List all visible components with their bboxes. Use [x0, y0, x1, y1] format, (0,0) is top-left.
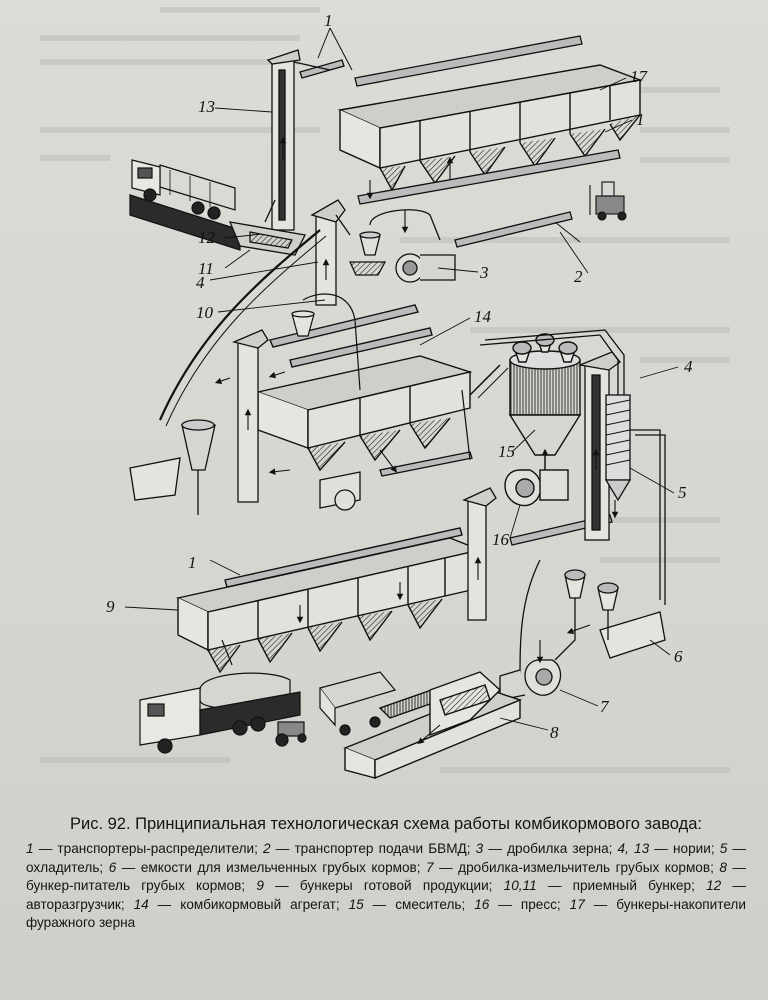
legend-item: 12 — авторазгрузчик — [26, 878, 746, 912]
label-2: 2 — [574, 267, 583, 286]
legend-item: 3 — дробилка зерна — [475, 841, 609, 856]
legend-item-text: дробилка-измельчитель грубых кормов — [458, 859, 711, 875]
legend-item-number: 17 — [569, 896, 585, 912]
legend-item-text: емкости для измельченных грубых кормов — [140, 859, 417, 875]
cooler-5 — [479, 329, 666, 605]
legend-item-text: бункеры-накопители фуражного зерна — [26, 896, 746, 931]
caption-legend: 1 — транспортеры-распределители; 2 — тра… — [26, 841, 747, 931]
component-numbers: 1 13 17 1 12 11 4 10 2 3 14 4 15 5 16 1 … — [106, 11, 693, 742]
legend-item-text: нории — [673, 841, 711, 856]
bucket-elevator-4-left — [310, 199, 351, 306]
legend-item-text: смеситель — [395, 896, 462, 912]
label-1-top: 1 — [324, 11, 333, 30]
forklift — [589, 181, 627, 221]
flow-arrows — [214, 136, 619, 745]
tractor-trailer — [275, 671, 397, 747]
feed-unit-14 — [255, 304, 473, 472]
label-13: 13 — [198, 97, 215, 116]
label-10: 10 — [196, 303, 214, 322]
coarse-feed-tanks-6 — [519, 559, 666, 681]
legend-item-number: 5 — [719, 841, 728, 856]
label-16: 16 — [492, 530, 510, 549]
legend-item: 2 — транспортер подачи БВМД — [263, 841, 467, 856]
storage-bins-17 — [337, 64, 643, 192]
elevator-bottom — [462, 487, 497, 621]
cyclone-top-14 — [291, 293, 361, 391]
leader-lines — [124, 77, 679, 731]
legend-item: 1 — транспортеры-распределители — [26, 841, 255, 856]
legend-item-text: пресс — [520, 896, 557, 912]
legend-item-text: комбикормовый агрегат — [180, 896, 336, 912]
legend-item-text: авторазгрузчик — [26, 896, 121, 912]
legend-item-number: 10,11 — [503, 878, 537, 893]
legend-item: 17 — бункеры-накопители фуражного зерна — [26, 896, 746, 931]
legend-item-number: 8 — [719, 859, 727, 875]
legend-item: 7 — дробилка-измельчитель грубых кормов — [426, 859, 711, 875]
legend-item-number: 12 — [706, 878, 722, 893]
legend-item-text: транспортер подачи БВМД — [294, 841, 467, 856]
mixer-15 — [508, 333, 582, 456]
label-1-right: 1 — [636, 110, 645, 129]
legend-item: 8 — бункер-питатель грубых кормов — [26, 859, 746, 894]
legend-item-number: 2 — [263, 841, 271, 856]
label-9: 9 — [106, 597, 115, 616]
legend-item-text: приемный бункер — [572, 878, 692, 893]
label-6: 6 — [674, 647, 683, 666]
feed-tanker-truck — [139, 639, 301, 754]
legend-item-number: 7 — [426, 859, 434, 875]
legend-item-text: бункер-питатель грубых кормов — [26, 878, 242, 893]
caption-title: Рис. 92. Принципиальная технологическая … — [69, 815, 703, 833]
label-4-right: 4 — [684, 357, 693, 376]
legend-item-number: 14 — [133, 896, 149, 912]
legend-item: 5 — охладитель — [26, 841, 747, 875]
legend-item: 14 — комбикормовый агрегат — [133, 896, 336, 912]
figure-caption: Рис. 92. Принципиальная технологическая … — [26, 814, 746, 933]
label-14: 14 — [474, 307, 492, 326]
feeder-hopper-8 — [343, 671, 523, 780]
legend-item: 4, 13 — нории — [617, 841, 711, 856]
press-mid — [319, 471, 361, 511]
technological-scheme-diagram: 1 13 17 1 12 11 4 10 2 3 14 4 15 5 16 1 … — [40, 7, 730, 780]
legend-item-number: 15 — [348, 896, 364, 912]
label-17: 17 — [630, 67, 649, 86]
label-12: 12 — [198, 228, 216, 247]
legend-item: 6 — емкости для измельченных грубых корм… — [108, 859, 417, 875]
label-4-left: 4 — [196, 273, 205, 292]
label-11: 11 — [198, 259, 214, 278]
label-7: 7 — [600, 697, 610, 716]
conveyors-1-2 — [357, 149, 621, 248]
legend-item-text: бункеры готовой продукции — [299, 878, 489, 893]
legend-item: 10,11 — приемный бункер — [503, 878, 692, 893]
receiving-hopper-11 — [228, 199, 306, 256]
legend-item-number: 6 — [108, 859, 117, 875]
legend-item: 16 — пресс — [474, 896, 557, 912]
legend-item: 9 — бункеры готовой продукции — [256, 878, 489, 893]
legend-item-number: 4, 13 — [617, 841, 650, 856]
product-bins-9 — [175, 527, 483, 674]
label-1-bottom: 1 — [188, 553, 197, 572]
legend-item-number: 16 — [474, 896, 490, 912]
bucket-elevator-13 — [266, 49, 331, 231]
legend-item-number: 9 — [256, 878, 264, 893]
truck-12 — [129, 159, 241, 251]
label-3: 3 — [479, 263, 489, 282]
left-cyclone — [129, 419, 216, 515]
legend-item: 15 — смеситель — [348, 896, 462, 912]
label-5: 5 — [678, 483, 687, 502]
press-16 — [504, 455, 569, 507]
legend-item-text: транспортеры-распределители — [57, 841, 255, 856]
grain-crusher-3 — [348, 209, 456, 283]
legend-item-number: 3 — [475, 841, 484, 856]
legend-item-text: охладитель — [26, 859, 100, 875]
coarse-crusher-7 — [499, 659, 562, 701]
legend-item-number: 1 — [26, 841, 34, 856]
label-8: 8 — [550, 723, 559, 742]
legend-item-text: дробилка зерна — [507, 841, 609, 856]
conveyor-1-top — [299, 27, 583, 87]
label-15: 15 — [498, 442, 515, 461]
